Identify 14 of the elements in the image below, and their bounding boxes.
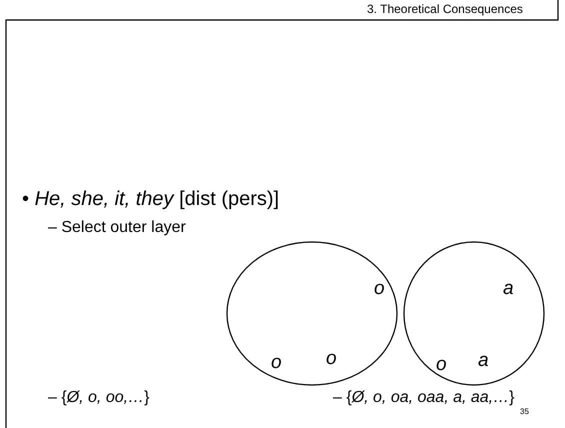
bullet-text: • He, she, it, they [dist (pers)] bbox=[22, 188, 280, 211]
section-heading: 3. Theoretical Consequences bbox=[367, 2, 523, 16]
element-letter: a bbox=[503, 279, 514, 299]
element-letter: o bbox=[271, 353, 282, 373]
page-number: 35 bbox=[520, 407, 529, 416]
set-ellipse bbox=[226, 241, 398, 386]
element-letter: o bbox=[374, 279, 385, 299]
sub-item-text: – Select outer layer bbox=[48, 219, 186, 237]
set-notation: – {Ø, o, oa, oaa, a, aa,…} bbox=[333, 389, 514, 407]
set-notation: – {Ø, o, oo,…} bbox=[48, 389, 150, 407]
set-ellipse bbox=[403, 241, 545, 386]
element-letter: o bbox=[326, 349, 337, 369]
element-letter: o bbox=[436, 355, 447, 375]
element-letter: a bbox=[478, 351, 489, 371]
